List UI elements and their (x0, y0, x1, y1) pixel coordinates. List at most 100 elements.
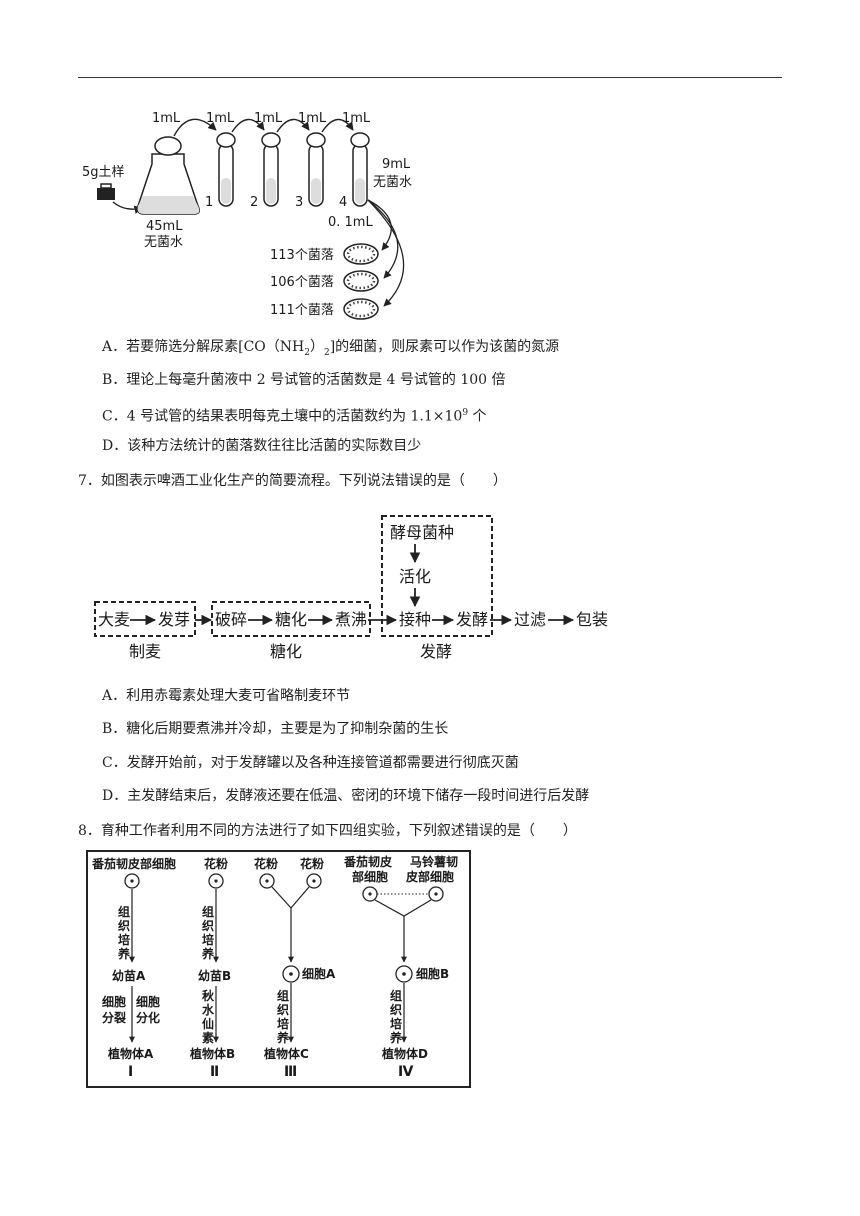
plating-arrow (367, 199, 399, 279)
c2-mid: 幼苗B (198, 968, 231, 983)
c1-bottom: 植物体A (107, 1046, 154, 1061)
cell-nucleus (289, 972, 293, 976)
c2-v2-2: 仙 (202, 1016, 214, 1031)
c4-v-3: 养 (389, 1030, 402, 1045)
breeding-experiments-figure: 番茄韧皮部细胞 组 织 培 养 幼苗A 细胞 分裂 细胞 分化 植物体A Ⅰ 花… (86, 850, 471, 1088)
transfer-arrow (173, 118, 217, 137)
q6-option-a: A．若要筛选分解尿素[CO（NH2）2]的细菌，则尿素可以作为该菌的氮源 (102, 339, 560, 358)
c4-v-1: 织 (390, 1002, 402, 1017)
flask-cotton-plug-icon (154, 136, 182, 156)
flask-water-label: 无菌水 (144, 235, 183, 250)
step-barley: 大麦 (98, 610, 130, 629)
c1-num: Ⅰ (128, 1064, 133, 1080)
c2-v2-1: 水 (202, 1002, 215, 1017)
c1-left-1: 分裂 (102, 1010, 126, 1025)
step-crush: 破碎 (215, 610, 247, 629)
c1-right-0: 细胞 (136, 994, 160, 1009)
c4-num: Ⅳ (398, 1064, 414, 1080)
c4-cell: 细胞B (416, 966, 449, 981)
c2-bottom: 植物体B (189, 1046, 235, 1061)
group-label-saccharify: 糖化 (270, 642, 302, 661)
step-yeast: 酵母菌种 (390, 523, 454, 542)
c2-v1-1: 织 (202, 918, 214, 933)
c1-top: 番茄韧皮部细胞 (91, 856, 176, 871)
soil-lid-icon (100, 183, 112, 189)
transfer-volume: 1mL (254, 111, 283, 126)
step-germinate: 发芽 (158, 610, 190, 629)
step-inoculate: 接种 (399, 610, 431, 629)
colony-dots (346, 245, 376, 263)
plating-arrow (367, 199, 405, 307)
c3-top2: 花粉 (300, 856, 324, 871)
flask-volume: 45mL (146, 219, 183, 234)
c1-v1-0: 组 (118, 904, 130, 919)
tube-number: 4 (339, 195, 347, 210)
q6-option-b: B．理论上每毫升菌液中 2 号试管的活菌数是 4 号试管的 100 倍 (102, 372, 506, 388)
c3-top1: 花粉 (254, 856, 278, 871)
q7-option-b: B．糖化后期要煮沸并冷却，主要是为了抑制杂菌的生长 (102, 721, 449, 737)
c4-bottom: 植物体D (381, 1046, 428, 1061)
c3-v-3: 养 (276, 1030, 289, 1045)
q7-option-d: D．主发酵结束后，发酵液还要在低温、密闭的环境下储存一段时间进行后发酵 (102, 788, 590, 804)
c2-v1-3: 养 (201, 946, 214, 961)
c1-left-0: 细胞 (102, 994, 126, 1009)
cell-nucleus (402, 972, 406, 976)
serial-dilution-figure: 5g土样 45mL 无菌水 1 2 3 4 1mL 1mL 1mL 1mL 1m… (82, 111, 412, 320)
tube-water-volume: 9mL (382, 157, 411, 172)
tube-2: 2 (250, 132, 281, 210)
colony-dots (346, 272, 376, 290)
plating-volume: 0. 1mL (328, 215, 373, 230)
cell-nucleus (130, 879, 134, 883)
q8-stem: 8．育种工作者利用不同的方法进行了如下四组实验，下列叙述错误的是（ ） (78, 823, 577, 839)
transfer-volume: 1mL (342, 111, 371, 126)
c4-top2b: 皮部细胞 (405, 869, 454, 884)
c3-v-0: 组 (277, 988, 289, 1003)
c1-mid: 幼苗A (112, 968, 146, 983)
tube-3: 3 (295, 132, 326, 210)
cell-nucleus (214, 879, 218, 883)
group-label-ferment: 发酵 (420, 642, 452, 661)
c4-v-2: 培 (390, 1016, 402, 1031)
cell-nucleus (312, 879, 316, 883)
colony-dots (346, 300, 376, 318)
c2-v1-0: 组 (202, 904, 214, 919)
header-rule (78, 77, 782, 78)
transfer-arrow (276, 118, 310, 133)
step-filter: 过滤 (514, 610, 546, 629)
c2-v2-3: 素 (202, 1030, 214, 1045)
c4-v-0: 组 (390, 988, 402, 1003)
step-saccharify: 糖化 (275, 610, 307, 629)
step-boil: 煮沸 (335, 610, 367, 629)
q7-option-a: A．利用赤霉素处理大麦可省略制麦环节 (102, 688, 351, 704)
cell-nucleus (434, 892, 438, 896)
tube-4: 4 (339, 132, 370, 210)
c1-v1-2: 培 (118, 932, 130, 947)
q7-stem: 7．如图表示啤酒工业化生产的简要流程。下列说法错误的是（ ） (78, 473, 507, 489)
c4-top1b: 部细胞 (352, 869, 388, 884)
c3-v-1: 织 (277, 1002, 289, 1017)
c3-cell: 细胞A (302, 966, 336, 981)
c4-top2a: 马铃薯韧 (410, 854, 458, 869)
group-label-malting: 制麦 (129, 642, 161, 661)
c2-v1-2: 培 (202, 932, 214, 947)
step-ferment: 发酵 (456, 610, 488, 629)
malting-group-box (94, 601, 196, 637)
tube-water-label: 无菌水 (373, 175, 412, 190)
beer-production-flowchart: 酵母菌种 活化 大麦 发芽 破碎 糖化 煮沸 接种 发酵 过滤 包装 制麦 糖化… (94, 515, 608, 661)
soil-container-icon (97, 188, 115, 200)
step-package: 包装 (576, 610, 608, 629)
ferment-group-box (381, 515, 493, 637)
c2-top: 花粉 (204, 856, 228, 871)
colony-count: 111个菌落 (270, 303, 334, 318)
c1-v1-3: 养 (117, 946, 130, 961)
tube-number: 3 (295, 195, 303, 210)
q6-option-d: D．该种方法统计的菌落数往往比活菌的实际数目少 (102, 438, 422, 454)
c3-num: Ⅲ (284, 1064, 297, 1080)
transfer-volume: 1mL (298, 111, 327, 126)
c3-v-2: 培 (277, 1016, 289, 1031)
tube-1: 1 (205, 132, 236, 210)
transfer-volume: 1mL (206, 111, 235, 126)
c1-right-1: 分化 (136, 1010, 160, 1025)
tube-number: 1 (205, 195, 213, 210)
transfer-arrow (321, 118, 354, 133)
